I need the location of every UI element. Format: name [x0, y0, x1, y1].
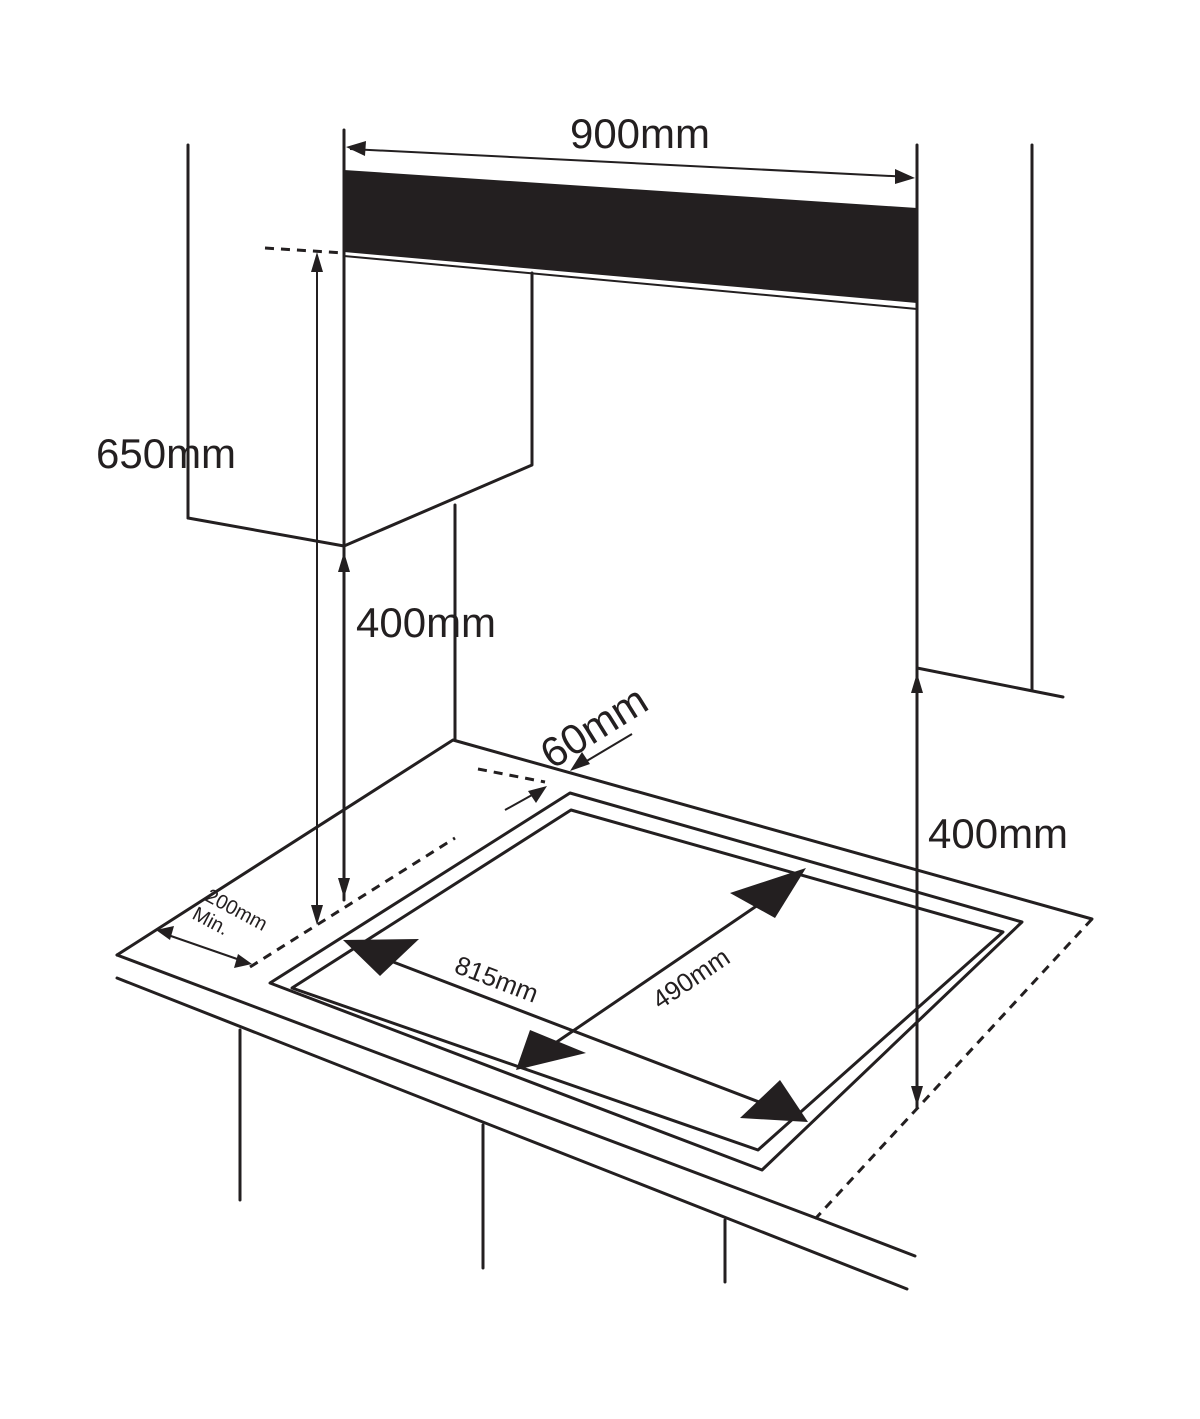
worktop [115, 738, 1094, 1291]
hob-depth-label: 490mm [647, 942, 736, 1015]
hood-min-height-label: 400mm [356, 599, 496, 646]
rear-clearance-label: 60mm [532, 676, 656, 778]
hood-width-label: 900mm [570, 110, 710, 157]
hood-height-label: 650mm [96, 430, 236, 477]
side-clearance-dimension: 200mm Min. [156, 836, 456, 969]
hob-depth-dimension: 490mm [516, 868, 806, 1070]
hob-width-label: 815mm [451, 950, 543, 1009]
right-wall-clearance-label: 400mm [928, 810, 1068, 857]
hob [268, 791, 1024, 1172]
hood-min-height-dimension: 400mm [338, 552, 496, 898]
hood-width-dimension: 900mm [342, 110, 919, 1110]
hood-height-dimension: 650mm [96, 246, 345, 925]
right-wall-clearance-dimension: 400mm [911, 673, 1068, 1106]
range-hood [343, 170, 918, 310]
right-wall-cabinet [915, 143, 1065, 699]
